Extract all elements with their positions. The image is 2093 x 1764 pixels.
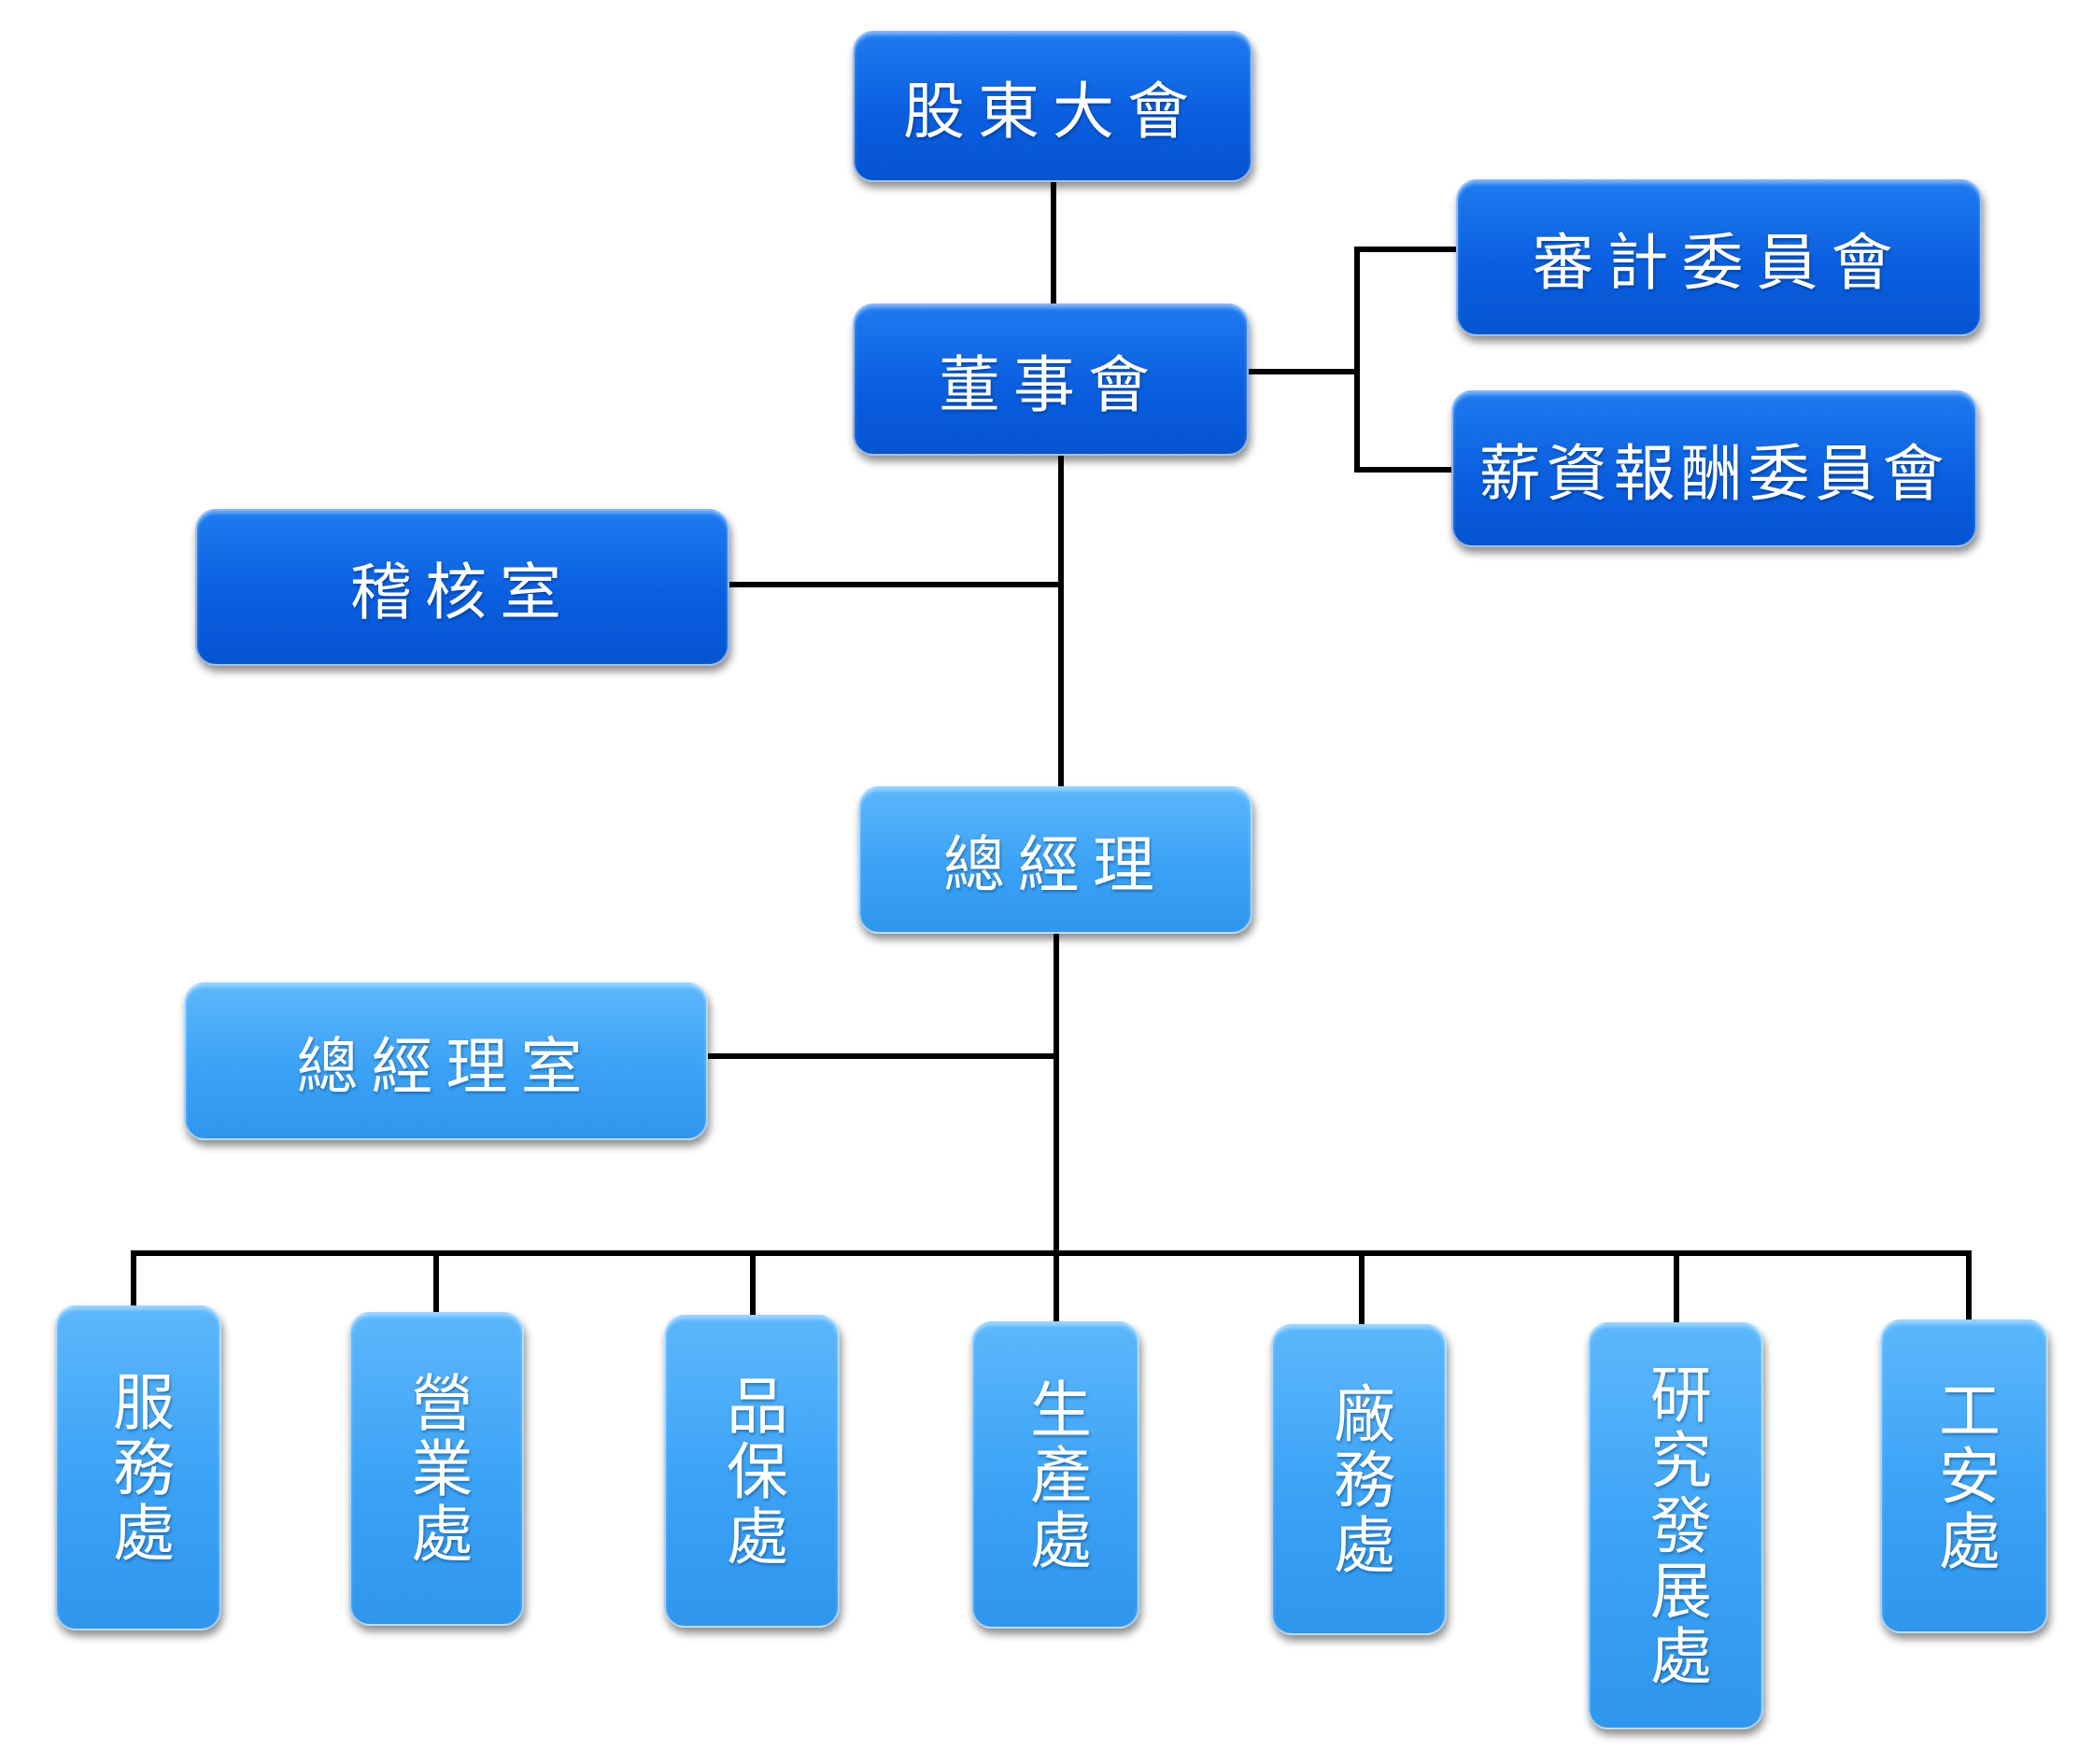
compensation-committee-box[interactable]: 薪資報酬委員會 — [1451, 390, 1977, 547]
board-of-directors-box[interactable]: 董事會 — [853, 303, 1249, 456]
department-label-1: 服務處 — [103, 1370, 175, 1566]
department-box-4[interactable]: 生產處 — [971, 1321, 1139, 1629]
department-label-5: 廠務處 — [1323, 1381, 1395, 1578]
general-manager-label: 總經理 — [943, 829, 1167, 901]
department-box-1[interactable]: 服務處 — [55, 1305, 221, 1630]
internal-audit-office-label: 稽核室 — [350, 557, 574, 628]
department-box-7[interactable]: 工安處 — [1880, 1319, 2048, 1633]
gm-office-box[interactable]: 總經理室 — [184, 982, 708, 1140]
department-box-2[interactable]: 營業處 — [349, 1312, 524, 1626]
compensation-committee-label: 薪資報酬委員會 — [1478, 438, 1950, 510]
department-box-5[interactable]: 廠務處 — [1271, 1324, 1447, 1635]
department-label-3: 品保處 — [716, 1373, 788, 1570]
department-label-2: 營業處 — [401, 1371, 474, 1567]
audit-committee-label: 審計委員會 — [1532, 227, 1906, 299]
gm-office-label: 總經理室 — [296, 1030, 596, 1103]
internal-audit-office-box[interactable]: 稽核室 — [195, 509, 729, 666]
board-of-directors-label: 董事會 — [939, 348, 1163, 421]
shareholders-meeting-box[interactable]: 股東大會 — [853, 31, 1252, 182]
department-box-3[interactable]: 品保處 — [664, 1315, 840, 1628]
department-label-6: 研究發展處 — [1640, 1362, 1712, 1689]
department-label-4: 生產處 — [1020, 1376, 1092, 1573]
department-label-7: 工安處 — [1929, 1378, 2001, 1574]
general-manager-box[interactable]: 總經理 — [858, 786, 1252, 934]
audit-committee-box[interactable]: 審計委員會 — [1456, 179, 1982, 336]
shareholders-meeting-label: 股東大會 — [903, 76, 1202, 148]
department-box-6[interactable]: 研究發展處 — [1588, 1322, 1763, 1729]
